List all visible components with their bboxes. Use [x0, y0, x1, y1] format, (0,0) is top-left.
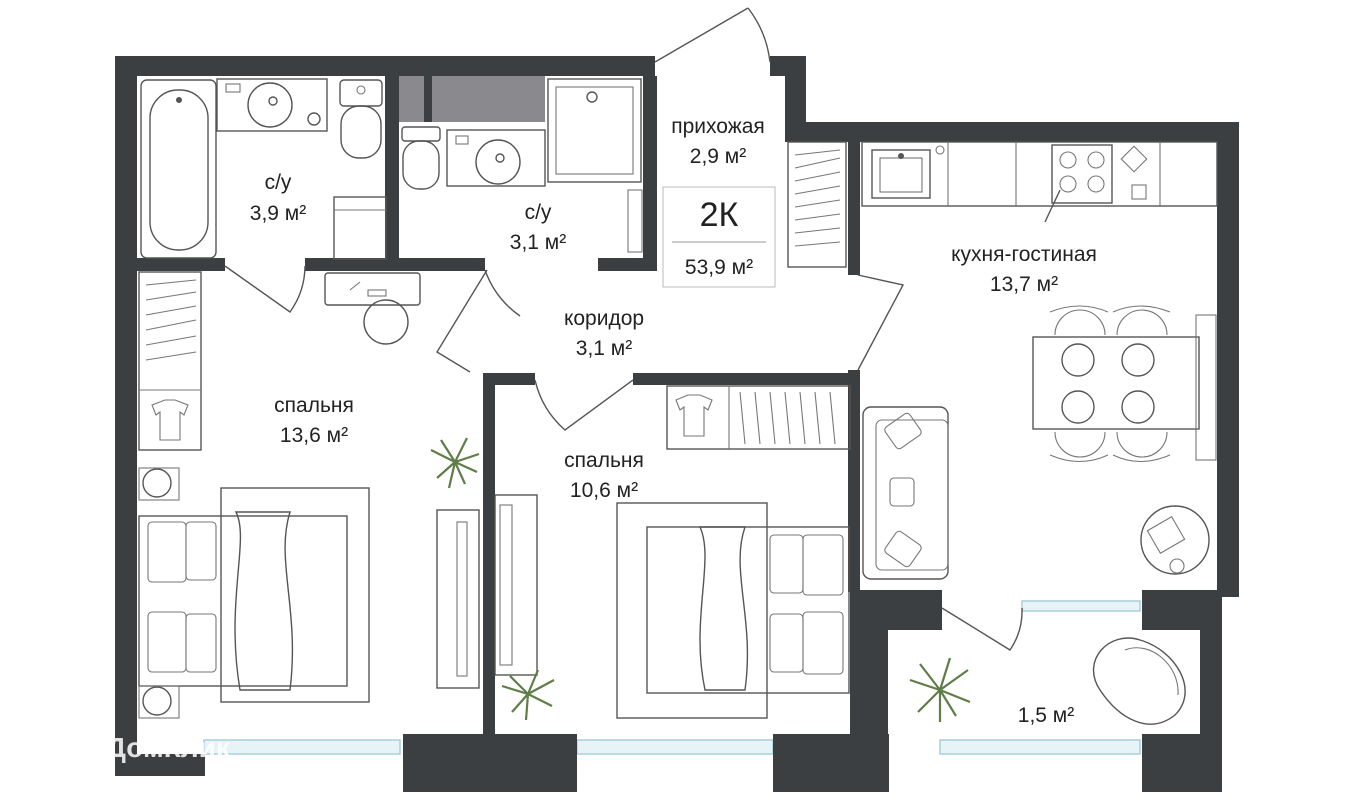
room-name-bathroom-1: с/у [265, 171, 292, 194]
bath-window [399, 76, 545, 122]
kitchen-counter [861, 141, 1218, 223]
room-name-bedroom-1: спальня [274, 394, 354, 417]
house-icon [60, 719, 100, 762]
room-name-corridor: коридор [564, 307, 644, 330]
walls [115, 56, 1239, 792]
bathtub [140, 79, 217, 259]
side-table [1140, 505, 1210, 575]
apartment-badge: 2К 53,9 м² [662, 186, 776, 288]
room-name-bathroom-2: с/у [525, 201, 552, 224]
room-name-hallway: прихожая [671, 115, 765, 138]
washer-1 [333, 196, 387, 260]
entrance-door [654, 7, 771, 63]
room-labels: прихожая 2,9 м² с/у 3,9 м² с/у 3,1 м² ку… [250, 115, 1097, 727]
bedroom2-bed [616, 502, 850, 719]
room-area-bedroom-2: 10,6 м² [570, 479, 638, 502]
hall-wardrobe [787, 141, 847, 268]
room-area-bathroom-1: 3,9 м² [250, 202, 306, 225]
sink-2 [446, 129, 546, 187]
armchair [1093, 637, 1186, 725]
plants [430, 437, 971, 722]
bedroom2-wardrobe [666, 385, 851, 450]
room-area-bedroom-1: 13,6 м² [280, 424, 348, 447]
room-area-corridor: 3,1 м² [576, 337, 632, 360]
toilet-2 [401, 126, 441, 190]
doors [224, 265, 1023, 651]
room-area-hallway: 2,9 м² [690, 145, 746, 168]
sink-1 [216, 78, 328, 132]
watermark: ДомКлик [60, 719, 231, 763]
bedroom1-wardrobe [138, 271, 202, 451]
bedroom1-desk [436, 509, 480, 689]
room-area-kitchen-living: 13,7 м² [990, 273, 1058, 296]
toilet-1 [339, 79, 383, 159]
vanity [324, 272, 421, 345]
room-area-bathroom-2: 3,1 м² [510, 231, 566, 254]
bedroom1-bed [138, 467, 370, 719]
bedroom2-desk [494, 494, 538, 676]
watermark-text: ДомКлик [106, 732, 231, 763]
dining-set [1032, 305, 1217, 463]
apartment-type: 2К [700, 196, 739, 234]
windows [203, 600, 1141, 755]
shower [547, 78, 643, 253]
room-name-bedroom-2: спальня [564, 449, 644, 472]
sofa [862, 406, 949, 580]
room-name-kitchen-living: кухня-гостиная [951, 243, 1097, 266]
room-area-balcony: 1,5 м² [1018, 704, 1074, 727]
apartment-total-area: 53,9 м² [685, 256, 753, 279]
